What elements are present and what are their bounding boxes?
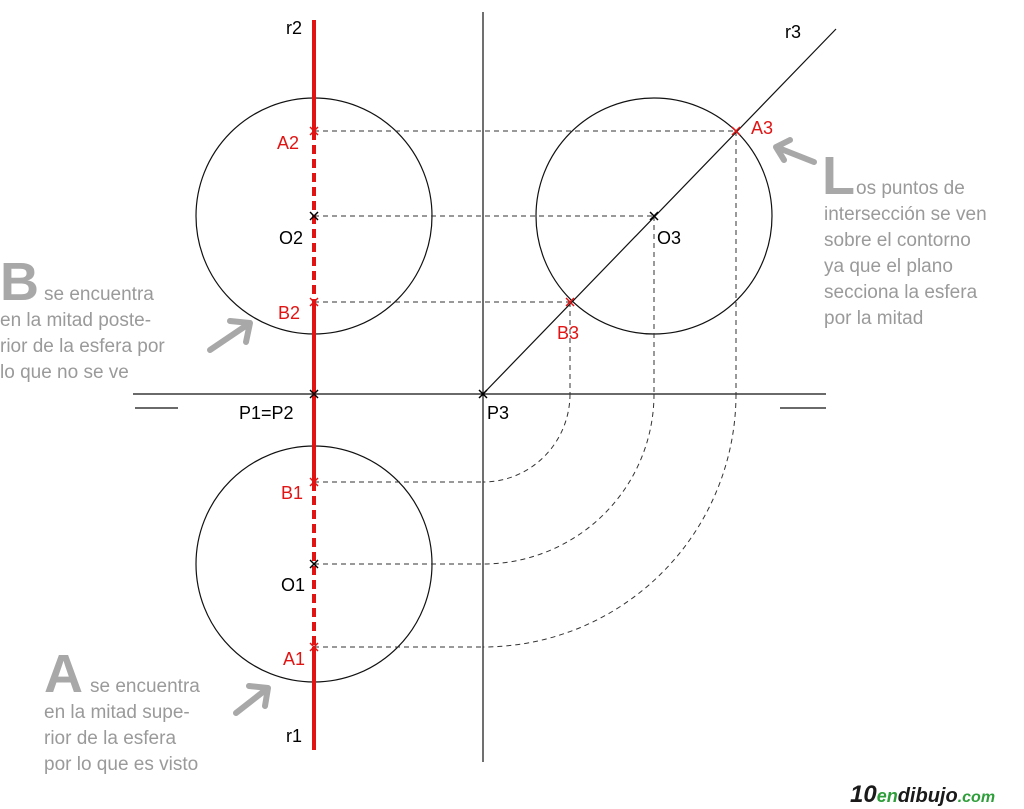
label-p1p2: P1=P2: [239, 403, 294, 423]
annotation-l-line: os puntos de: [856, 178, 965, 199]
line-r3: [482, 28, 837, 395]
annotation-b-letter: B: [0, 252, 39, 312]
annotation-b-line: lo que no se ve: [0, 362, 129, 383]
annotation-l-line: ya que el plano: [824, 256, 953, 277]
marker-o2: [309, 211, 319, 221]
annotation-a-letter: A: [44, 644, 83, 704]
annotation-l-line: intersección se ven: [824, 204, 987, 225]
annotation-l-line: secciona la esfera: [824, 282, 978, 303]
projection-lines-arcs: [482, 131, 737, 648]
brand-part-com: .com: [958, 789, 995, 806]
annotation-l-line: sobre el contorno: [824, 230, 971, 251]
label-b1: B1: [281, 483, 303, 503]
annotation-a-arrow: [233, 683, 271, 716]
projection-lines-horizontal: [314, 130, 736, 648]
label-a3: A3: [751, 118, 773, 138]
marker-a2: [309, 126, 319, 136]
annotation-b-line: en la mitad poste-: [0, 310, 151, 331]
label-b2: B2: [278, 303, 300, 323]
brand-part-dibujo: dibujo: [898, 785, 958, 807]
annotation-a-line: en la mitad supe-: [44, 702, 190, 723]
annotation-a-line: rior de la esfera: [44, 728, 176, 749]
brand-part-10: 10: [850, 781, 877, 808]
brand-part-en: en: [877, 786, 898, 806]
annotation-l-arrow: [773, 137, 817, 165]
label-a2: A2: [277, 133, 299, 153]
annotation-b-line: se encuentra: [44, 284, 154, 305]
marker-b1: [309, 477, 319, 487]
annotation-a: A se encuentra en la mitad supe- rior de…: [44, 644, 271, 775]
ground-line: [133, 393, 826, 409]
label-b3: B3: [557, 323, 579, 343]
marker-o1: [309, 559, 319, 569]
label-a1: A1: [283, 649, 305, 669]
annotation-l-letter: L: [822, 146, 855, 206]
marker-a1: [309, 642, 319, 652]
annotation-a-line: se encuentra: [90, 676, 200, 697]
annotation-b-line: rior de la esfera por: [0, 336, 165, 357]
annotation-b: B se encuentra en la mitad poste- rior d…: [0, 252, 253, 383]
label-o2: O2: [279, 228, 303, 248]
label-o1: O1: [281, 575, 305, 595]
marker-p3: [478, 389, 488, 399]
label-r2: r2: [286, 18, 302, 38]
label-r3: r3: [785, 22, 801, 42]
marker-p1p2: [309, 389, 319, 399]
annotation-l: L os puntos de intersección se ven sobre…: [773, 137, 987, 329]
marker-o3: [649, 211, 659, 221]
annotation-b-arrow: [207, 318, 253, 353]
label-r1: r1: [286, 726, 302, 746]
marker-b3: [565, 297, 575, 307]
annotation-l-line: por la mitad: [824, 308, 923, 329]
label-p3: P3: [487, 403, 509, 423]
marker-a3: [731, 126, 741, 136]
point-markers: [309, 126, 741, 652]
label-o3: O3: [657, 228, 681, 248]
marker-b2: [309, 297, 319, 307]
brand-logo: 10endibujo.com: [850, 781, 995, 808]
annotation-a-line: por lo que es visto: [44, 754, 198, 775]
